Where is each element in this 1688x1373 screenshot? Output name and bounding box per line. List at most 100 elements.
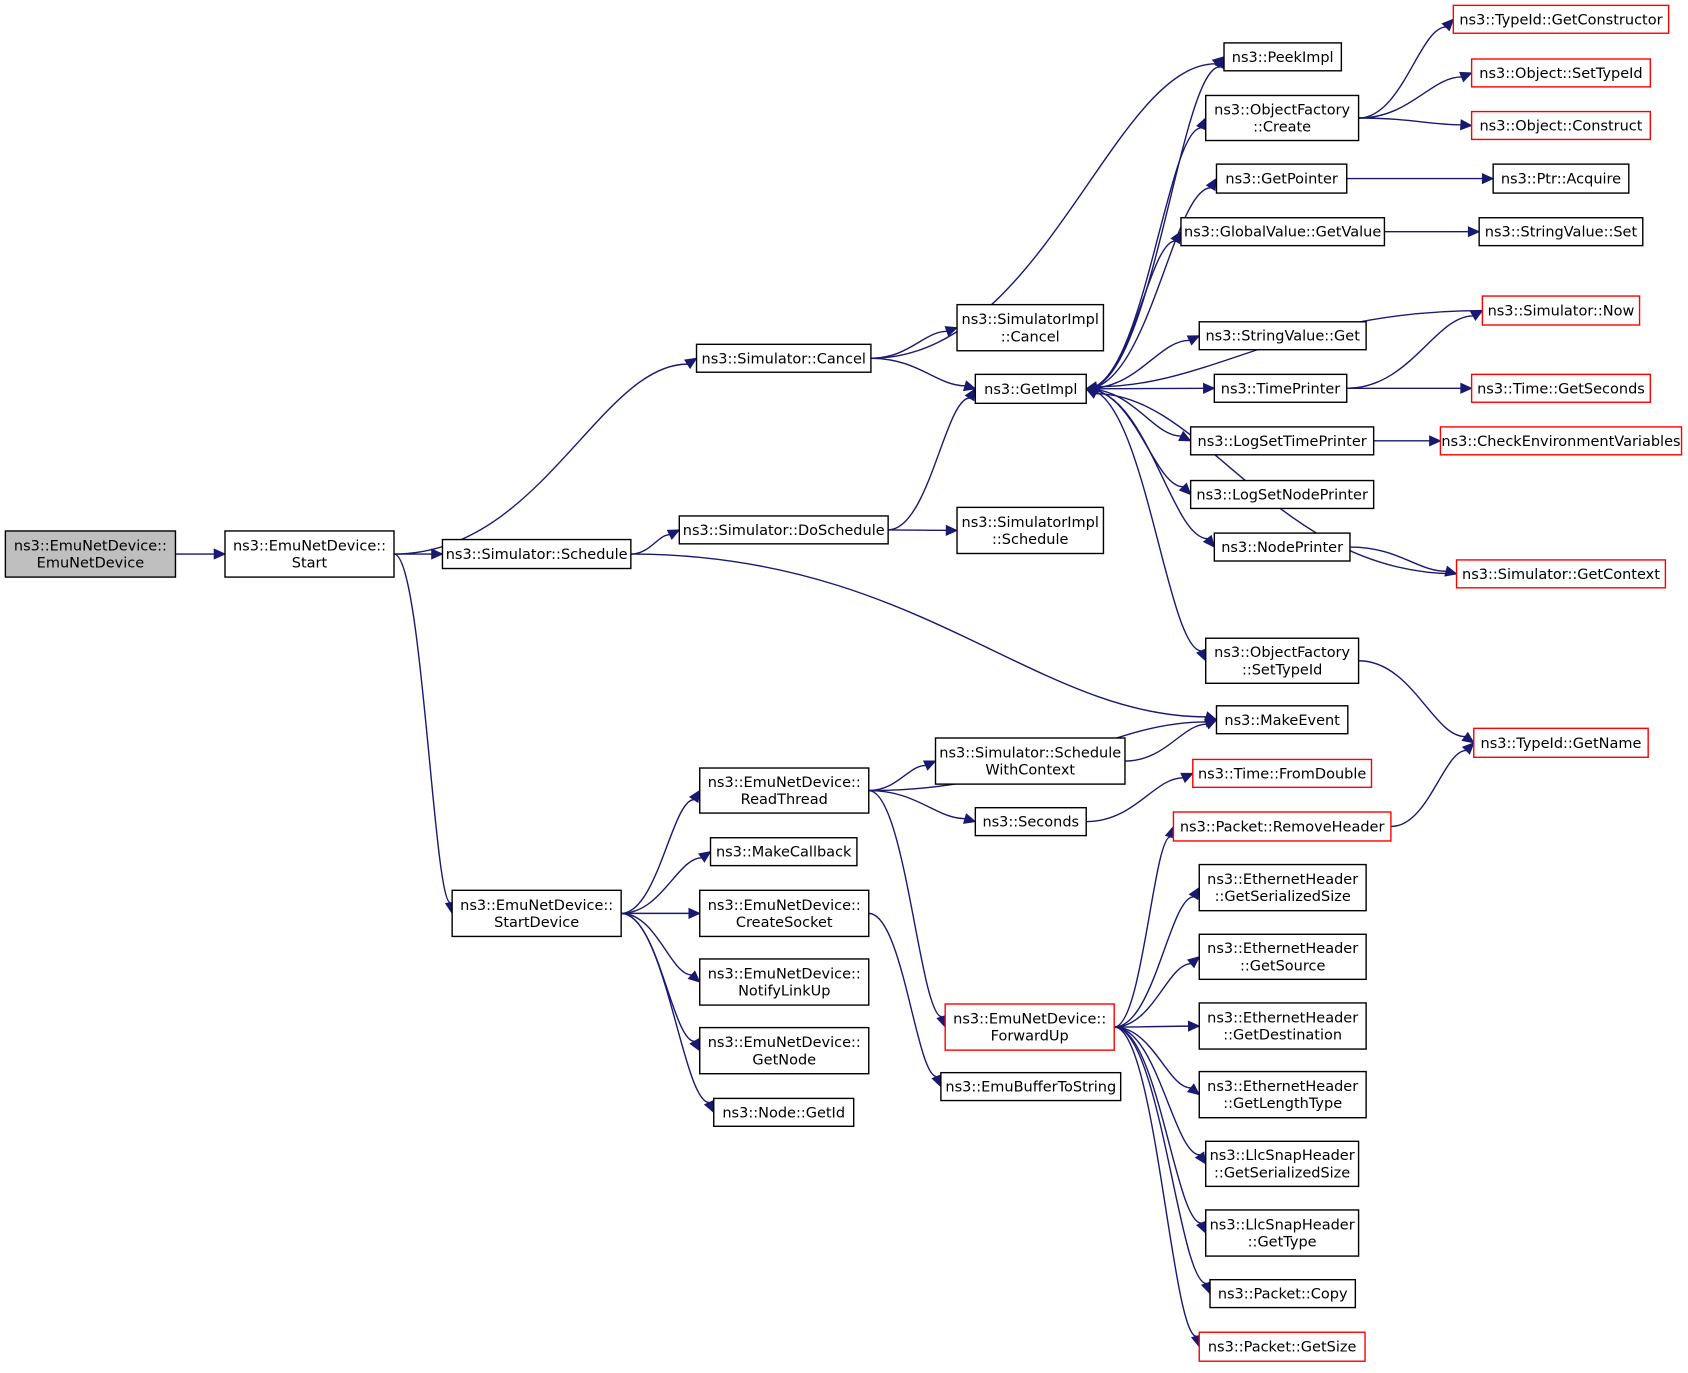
edge-n4-to-n31 — [621, 850, 712, 915]
edge-n8-to-n6 — [888, 387, 976, 531]
edge-n16-to-n27 — [1373, 435, 1442, 447]
node-box — [944, 1003, 1115, 1051]
node-packet-removeheader[interactable]: ns3::Packet::RemoveHeader — [1172, 811, 1392, 842]
node-box — [699, 958, 870, 1006]
edge-line — [1114, 836, 1171, 1028]
node-emunetdevice-forwardup[interactable]: ns3::EmuNetDevice::ForwardUp — [944, 1003, 1115, 1051]
node-label: ::GetSource — [1240, 958, 1325, 974]
node-simulator-now[interactable]: ns3::Simulator::Now — [1481, 295, 1641, 326]
node-label: ns3::SimulatorImpl — [962, 312, 1099, 328]
node-objectfactory-create[interactable]: ns3::ObjectFactory::Create — [1205, 94, 1360, 142]
node-object-construct[interactable]: ns3::Object::Construct — [1470, 110, 1652, 141]
node-box — [940, 1071, 1122, 1102]
node-emunetdevice-notifylinkup[interactable]: ns3::EmuNetDevice::NotifyLinkUp — [699, 958, 870, 1006]
node-typeid-getconstructor[interactable]: ns3::TypeId::GetConstructor — [1452, 4, 1670, 34]
node-packet-copy[interactable]: ns3::Packet::Copy — [1209, 1278, 1357, 1309]
node-emunetdevice-emunetdevice[interactable]: ns3::EmuNetDevice::EmuNetDevice — [4, 530, 177, 578]
node-typeid-getname[interactable]: ns3::TypeId::GetName — [1473, 727, 1649, 758]
node-getpointer[interactable]: ns3::GetPointer — [1215, 163, 1348, 194]
node-logsettimeprinter[interactable]: ns3::LogSetTimePrinter — [1189, 426, 1375, 456]
edge-n12-to-n23 — [1346, 172, 1495, 185]
node-simulator-cancel[interactable]: ns3::Simulator::Cancel — [695, 343, 872, 373]
node-node-getid[interactable]: ns3::Node::GetId — [713, 1097, 855, 1127]
edge-n18-to-n28 — [1349, 546, 1458, 577]
arrowhead-icon — [1170, 230, 1182, 245]
node-box — [1213, 373, 1348, 403]
node-stringvalue-get[interactable]: ns3::StringValue::Get — [1198, 321, 1367, 351]
node-logsetnodeprinter[interactable]: ns3::LogSetNodePrinter — [1189, 479, 1375, 510]
node-label: ns3::LogSetTimePrinter — [1198, 434, 1367, 450]
edge-n3-to-n8 — [630, 529, 681, 555]
node-emunetdevice-readthread[interactable]: ns3::EmuNetDevice::ReadThread — [699, 767, 870, 814]
edge-n8-to-n9 — [888, 524, 959, 536]
node-box — [713, 1097, 855, 1127]
node-emunetdevice-start[interactable]: ns3::EmuNetDevice::Start — [224, 530, 395, 578]
node-makecallback[interactable]: ns3::MakeCallback — [709, 837, 858, 867]
edge-n36-to-n10 — [1124, 719, 1218, 762]
node-label: ns3::Seconds — [982, 815, 1079, 831]
node-simulatorimpl-schedule[interactable]: ns3::SimulatorImpl::Schedule — [956, 506, 1105, 555]
edge-n38-to-n49 — [1114, 1026, 1202, 1348]
node-label: ReadThread — [741, 792, 828, 808]
node-label: ::Schedule — [992, 532, 1068, 548]
node-label: ns3::LlcSnapHeader — [1210, 1217, 1355, 1233]
node-simulator-schedule[interactable]: ns3::Simulator::Schedule — [441, 538, 632, 570]
edge-line — [1086, 388, 1202, 652]
node-simulator-getcontext[interactable]: ns3::Simulator::GetContext — [1455, 559, 1667, 589]
edge-n11-to-n20 — [1358, 18, 1455, 119]
arrowhead-icon — [1461, 741, 1475, 755]
node-getimpl[interactable]: ns3::GetImpl — [974, 373, 1087, 405]
node-checkenvironmentvariables[interactable]: ns3::CheckEnvironmentVariables — [1439, 426, 1683, 456]
node-label: ns3::EmuNetDevice:: — [460, 898, 613, 914]
node-box — [1198, 933, 1367, 981]
edge-n4-to-n34 — [621, 912, 701, 1052]
node-simulatorimpl-cancel[interactable]: ns3::SimulatorImpl::Cancel — [956, 303, 1105, 352]
node-ethernetheader-getsource[interactable]: ns3::EthernetHeader::GetSource — [1198, 933, 1367, 981]
node-label: ns3::EmuBufferToString — [945, 1080, 1116, 1096]
node-emunetdevice-startdevice[interactable]: ns3::EmuNetDevice::StartDevice — [451, 889, 622, 938]
arrowhead-icon — [964, 387, 976, 402]
edge-line — [888, 397, 970, 531]
edge-line — [621, 798, 695, 915]
edge-line — [1349, 546, 1447, 572]
node-ethernetheader-getlengthtype[interactable]: ns3::EthernetHeader::GetLengthType — [1198, 1070, 1367, 1119]
node-label: ::GetLengthType — [1223, 1096, 1342, 1112]
node-emunetdevice-getnode[interactable]: ns3::EmuNetDevice::GetNode — [699, 1026, 870, 1075]
edge-line — [1086, 388, 1184, 488]
node-ethernetheader-getserializedsize[interactable]: ns3::EthernetHeader::GetSerializedSize — [1198, 863, 1367, 912]
node-box — [1439, 426, 1683, 456]
edge-n15-to-n26 — [1346, 382, 1473, 394]
node-box — [974, 373, 1087, 405]
arrowhead-icon — [1202, 534, 1216, 549]
node-label: ns3::GetImpl — [984, 382, 1077, 398]
node-globalvalue-getvalue[interactable]: ns3::GlobalValue::GetValue — [1180, 217, 1386, 247]
node-emunetdevice-createsocket[interactable]: ns3::EmuNetDevice::CreateSocket — [699, 889, 870, 938]
node-ethernetheader-getdestination[interactable]: ns3::EthernetHeader::GetDestination — [1198, 1002, 1367, 1050]
arrowhead-icon — [688, 789, 701, 804]
node-seconds[interactable]: ns3::Seconds — [974, 807, 1087, 837]
node-label: ns3::EthernetHeader — [1207, 941, 1358, 957]
node-objectfactory-settypeid[interactable]: ns3::ObjectFactory::SetTypeId — [1205, 637, 1360, 684]
node-time-getseconds[interactable]: ns3::Time::GetSeconds — [1470, 373, 1652, 403]
edge-line — [868, 789, 943, 1018]
node-ptr-acquire[interactable]: ns3::Ptr::Acquire — [1492, 163, 1630, 194]
node-packet-getsize[interactable]: ns3::Packet::GetSize — [1198, 1331, 1366, 1362]
node-box — [709, 837, 858, 867]
node-llcsnapheader-gettype[interactable]: ns3::LlcSnapHeader::GetType — [1205, 1209, 1360, 1257]
node-label: ns3::PeekImpl — [1232, 50, 1334, 66]
node-makeevent[interactable]: ns3::MakeEvent — [1215, 705, 1349, 735]
node-object-settypeid[interactable]: ns3::Object::SetTypeId — [1470, 58, 1652, 88]
node-emubuffertostring[interactable]: ns3::EmuBufferToString — [940, 1071, 1122, 1102]
node-nodeprinter[interactable]: ns3::NodePrinter — [1213, 532, 1351, 562]
node-stringvalue-set[interactable]: ns3::StringValue::Set — [1478, 217, 1644, 247]
node-simulator-doschedule[interactable]: ns3::Simulator::DoSchedule — [678, 515, 889, 545]
node-label: ns3::EthernetHeader — [1207, 1079, 1358, 1095]
arrowhead-icon — [1180, 772, 1194, 784]
node-llcsnapheader-getserializedsize[interactable]: ns3::LlcSnapHeader::GetSerializedSize — [1205, 1140, 1360, 1188]
node-timeprinter[interactable]: ns3::TimePrinter — [1213, 373, 1348, 403]
edge-line — [630, 533, 670, 555]
node-peekimpl[interactable]: ns3::PeekImpl — [1223, 42, 1343, 72]
edge-n38-to-n47 — [1114, 1026, 1207, 1235]
node-time-fromdouble[interactable]: ns3::Time::FromDouble — [1192, 758, 1373, 789]
